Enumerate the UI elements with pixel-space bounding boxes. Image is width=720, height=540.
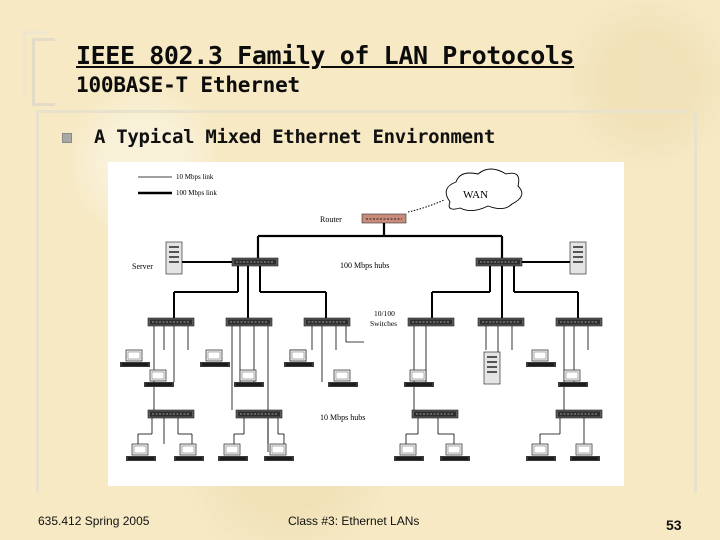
- footer-course: 635.412 Spring 2005: [38, 514, 150, 528]
- content-decorative-frame: [36, 110, 697, 493]
- router-label: Router: [320, 215, 342, 224]
- network-diagram-svg: 10 Mbps link 100 Mbps link WAN Router 10…: [119, 168, 603, 462]
- server-switch-icon: [483, 351, 501, 385]
- pc-bottom-4: [263, 443, 295, 462]
- pc-mid-1: [119, 349, 151, 368]
- hub-10-4: [555, 409, 603, 419]
- pc-mid-4: [233, 369, 265, 388]
- pc-bottom-6: [439, 443, 471, 462]
- legend-thin-label: 10 Mbps link: [176, 173, 214, 181]
- pc-bottom-2: [173, 443, 205, 462]
- pc-bottom-7: [525, 443, 557, 462]
- switches-label-line1: 10/100: [374, 309, 395, 318]
- hub-10-3: [411, 409, 459, 419]
- switch-6: [555, 317, 603, 327]
- hub-100-right: [475, 257, 523, 267]
- switch-4: [407, 317, 455, 327]
- hub-10-1: [147, 409, 195, 419]
- pc-bottom-5: [393, 443, 425, 462]
- slide-subtitle: 100BASE-T Ethernet: [76, 73, 300, 97]
- pc-mid-10: [557, 369, 589, 388]
- hub-100-left: [231, 257, 279, 267]
- hubs-100-label: 100 Mbps hubs: [340, 261, 389, 270]
- wan-label: WAN: [463, 189, 488, 201]
- switch-1: [147, 317, 195, 327]
- bullet-text: A Typical Mixed Ethernet Environment: [94, 126, 496, 148]
- hub-10-2: [235, 409, 283, 419]
- pc-mid-6: [327, 369, 359, 388]
- footer-class-title: Class #3: Ethernet LANs: [288, 514, 420, 528]
- switches-label-line2: Switches: [370, 319, 397, 328]
- switch-5: [477, 317, 525, 327]
- title-decorative-frame: [23, 31, 55, 106]
- bullet-square-icon: [62, 133, 72, 143]
- switch-3: [303, 317, 351, 327]
- pc-mid-7: [403, 369, 435, 388]
- server-right-icon: [569, 241, 587, 275]
- switch-2: [225, 317, 273, 327]
- server-left-icon: [165, 241, 183, 275]
- pc-mid-9: [525, 349, 557, 368]
- router-icon: [361, 213, 407, 224]
- pc-mid-8: [283, 349, 315, 368]
- page-number: 53: [666, 517, 682, 533]
- pc-bottom-3: [217, 443, 249, 462]
- slide-title: IEEE 802.3 Family of LAN Protocols: [76, 41, 575, 70]
- pc-bottom-1: [125, 443, 157, 462]
- pc-mid-3: [199, 349, 231, 368]
- server-label: Server: [132, 262, 153, 271]
- legend-thick-label: 100 Mbps link: [176, 189, 217, 197]
- wan-cloud-icon: [445, 168, 523, 211]
- pc-bottom-8: [569, 443, 601, 462]
- network-diagram: 10 Mbps link 100 Mbps link WAN Router 10…: [108, 162, 624, 486]
- hubs-10-label: 10 Mbps hubs: [320, 413, 365, 422]
- pc-mid-2: [143, 369, 175, 388]
